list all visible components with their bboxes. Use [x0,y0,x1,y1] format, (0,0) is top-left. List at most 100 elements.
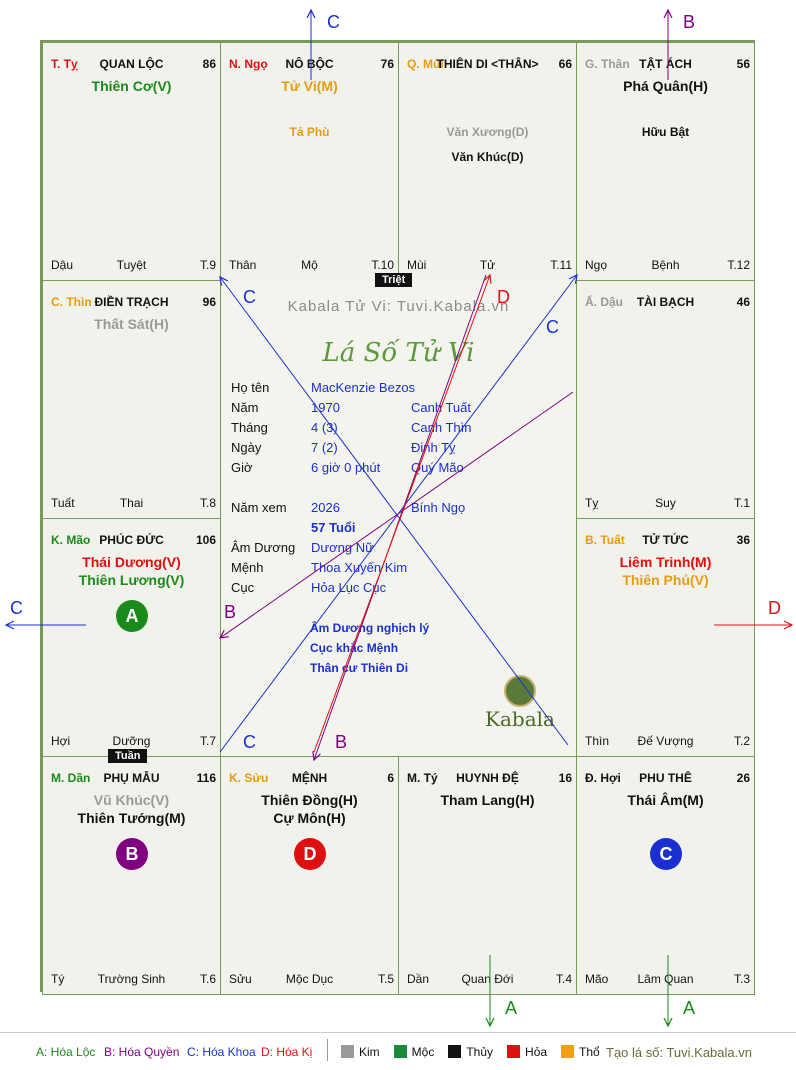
label-bottom-a1: A [505,998,518,1018]
element-name: Hỏa [525,1045,548,1059]
major-stars: Phá Quân(H) [577,77,754,95]
footer-branch: Dần [407,972,430,986]
major-star: Thiên Đồng(H) [261,792,358,808]
palace-name: THIÊN DI <THÂN> [436,57,539,71]
info-value-2: Canh Thìn [411,420,472,435]
element-name: Thủy [466,1045,494,1059]
transform-badge: C [650,838,682,870]
info-row: Năm 1970 Canh Tuất [231,400,571,418]
footer-branch: Mão [585,972,609,986]
major-stars: Thiên Đồng(H)Cự Môn(H) [221,791,398,827]
major-stars: Thiên Cơ(V) [43,77,220,95]
info-key: Âm Dương [231,540,296,555]
palace-name: ĐIỀN TRẠCH [94,295,169,309]
info-value-2: Canh Tuất [411,400,471,415]
major-star: Thiên Phủ(V) [622,572,709,588]
label-diag-c3: C [546,317,559,337]
palace-stem: G. Thân [585,57,630,71]
major-stars: Liêm Trinh(M) Thiên Phủ(V) [577,553,754,589]
footer-branch: Mùi [407,258,427,272]
info-key: Họ tên [231,380,270,395]
major-stars: Thất Sát(H) [43,315,220,333]
tuan-tag: Tuần [108,749,148,763]
info-key: Giờ [231,460,253,475]
palace-stem: C. Thìn [51,295,92,309]
element-name: Thổ [579,1045,600,1059]
footer-branch: Thìn [585,734,610,748]
palace-name: MỆNH [291,771,328,785]
info-value: 7 (2) [311,440,338,455]
footer-stage: Mộ [301,258,318,272]
palace-stem: M. Tý [407,771,438,785]
transform-badge: D [294,838,326,870]
palace-footer: Thìn Đế Vượng T.2 [577,734,754,748]
info-key: Năm [231,400,259,415]
palace-age: 16 [558,771,572,785]
label-top-b: B [683,12,696,32]
major-star: Phá Quân(H) [623,78,708,94]
major-star: Liêm Trinh(M) [619,554,712,570]
footer-branch: Tuất [51,496,75,510]
palace-stem: K. Mão [51,533,91,547]
major-star: Tử Vi(M) [281,78,338,94]
footer-stage: Lâm Quan [637,972,694,986]
palace-age: 76 [380,57,394,71]
footer-stage: Đế Vượng [637,734,694,748]
palace-name: NÔ BỘC [285,57,334,71]
footer-branch: Thân [229,258,257,272]
info-value: MacKenzie Bezos [311,380,416,395]
palace-age: 66 [558,57,572,71]
element-legend-item: Mộc [393,1045,434,1059]
info-value-2: Đinh Tỵ [411,440,456,455]
chart-note: Cục khắc Mệnh [310,641,399,655]
palace-age: 96 [202,295,216,309]
footer-month: T.4 [555,972,572,986]
legend-divider [327,1039,328,1061]
transform-badge: A [116,600,148,632]
palace-age: 86 [202,57,216,71]
palace-name: PHÚC ĐỨC [99,533,164,547]
info-key: Tháng [231,420,268,435]
info-row: 57 Tuổi [231,520,571,538]
footer-branch: Tý [51,972,65,986]
footer-month: T.1 [733,496,750,510]
major-stars: Thái Âm(M) [577,791,754,809]
legend-bar: A: Hóa Lộc B: Hóa Quyền C: Hóa Khoa D: H… [0,1032,796,1070]
palace-stem: N. Ngọ [229,57,268,71]
footer-stage: Thai [119,496,144,510]
footer-month: T.2 [733,734,750,748]
tree-icon [504,675,536,707]
palace-age: 26 [736,771,750,785]
info-value-2: Bính Ngọ [411,500,466,515]
minor-star: Văn Khúc(D) [451,150,524,164]
color-swatch-icon [341,1045,354,1058]
label-bottom-a2: A [683,998,696,1018]
color-swatch-icon [507,1045,521,1058]
color-swatch-icon [448,1045,462,1058]
center-title: Lá Số Tử Vi [322,338,475,368]
info-key: Năm xem [231,500,287,515]
element-legend-item: Thủy [448,1045,493,1059]
footer-stage: Mộc Dục [285,972,334,986]
footer-stage: Tuyệt [116,258,147,272]
legend-hoa-khoa: C: Hóa Khoa [187,1045,256,1059]
minor-star: Hữu Bật [641,125,690,139]
footer-branch: Tỵ [585,496,599,510]
info-value: 1970 [311,400,340,415]
